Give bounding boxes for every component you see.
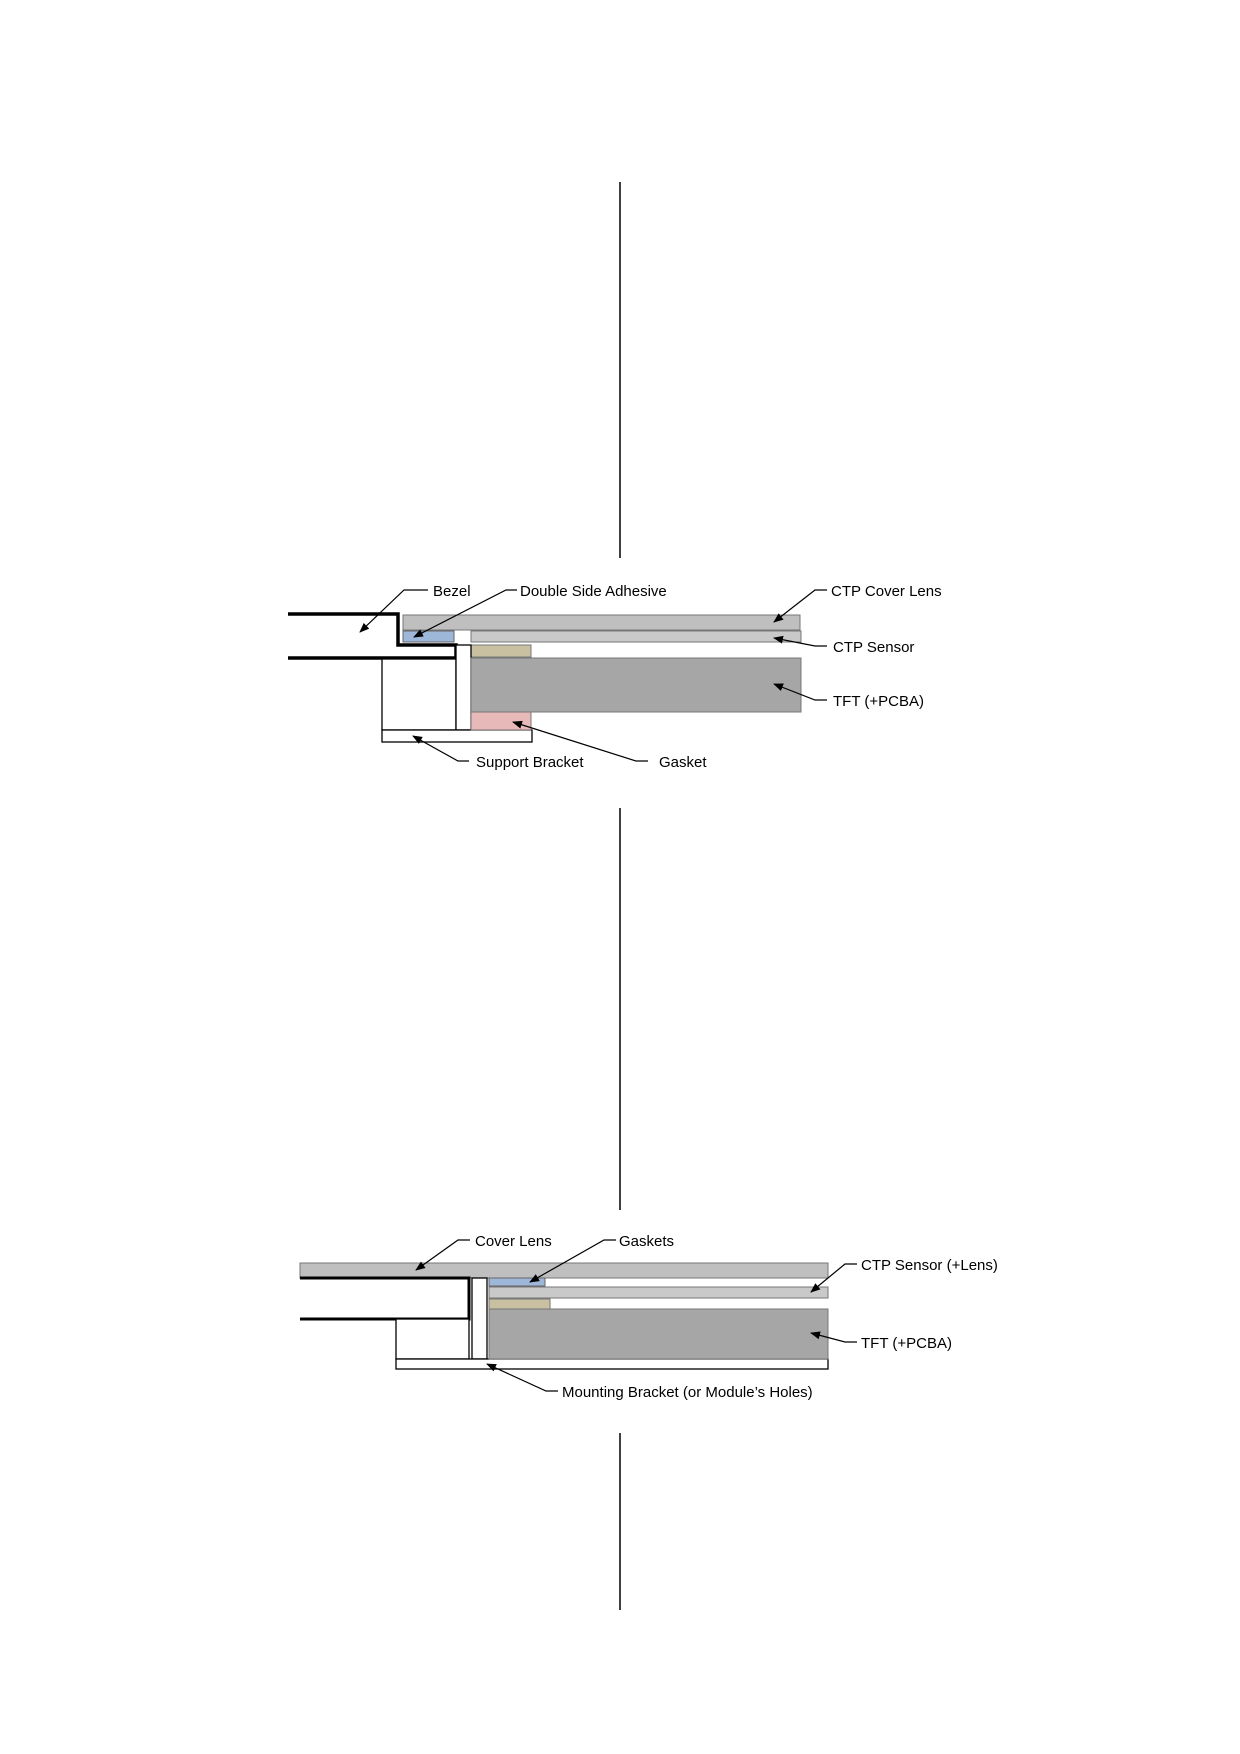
diagram-bottom: Cover Lens Gaskets CTP Sensor (+Lens) TF… — [299, 1233, 998, 1401]
bezel-leader — [359, 589, 428, 633]
tft-leader-bottom — [810, 1331, 857, 1343]
label-ctp-sensor: CTP Sensor — [833, 639, 914, 656]
cover-lens-layer — [299, 1262, 829, 1279]
double-side-adhesive-layer — [402, 630, 455, 643]
label-gaskets: Gaskets — [619, 1233, 674, 1250]
mounting-bracket-post — [471, 1277, 488, 1360]
ctp-sensor-layer — [470, 630, 802, 643]
gasket-layer — [470, 711, 532, 731]
label-mounting-bracket: Mounting Bracket (or Module’s Holes) — [562, 1384, 813, 1401]
label-gasket: Gasket — [659, 754, 707, 771]
tan-spacer-layer-bottom — [488, 1298, 551, 1311]
cover-lens-leader — [773, 589, 827, 623]
gasket-leader — [512, 720, 648, 762]
label-cover-lens: Cover Lens — [475, 1233, 552, 1250]
support-bracket-leader — [412, 735, 469, 762]
tft-layer-bottom — [488, 1308, 829, 1360]
ctp-sensor-leader — [773, 635, 827, 647]
gaskets-layer — [488, 1277, 546, 1287]
support-bracket-post — [455, 644, 472, 731]
ctp-sensor-lens-layer — [488, 1286, 829, 1299]
adhesive-leader — [413, 589, 517, 638]
ctp-cover-lens-layer — [402, 614, 801, 631]
gaskets-leader — [529, 1239, 616, 1283]
label-double-side-adhesive: Double Side Adhesive — [520, 583, 667, 600]
frame-shape — [300, 1276, 471, 1321]
tft-leader — [773, 683, 827, 701]
label-tft-top: TFT (+PCBA) — [833, 693, 924, 710]
label-ctp-sensor-lens: CTP Sensor (+Lens) — [861, 1257, 998, 1274]
support-bracket-block — [381, 658, 457, 731]
mounting-bracket-base — [395, 1358, 829, 1370]
tan-spacer-layer — [470, 644, 532, 658]
ctp-sensor-lens-leader — [810, 1263, 857, 1293]
cover-lens-leader-bottom — [415, 1239, 470, 1271]
label-ctp-cover-lens: CTP Cover Lens — [831, 583, 942, 600]
mounting-bracket-block — [395, 1318, 470, 1360]
label-bezel: Bezel — [433, 583, 471, 600]
tft-layer — [470, 657, 802, 713]
mounting-bracket-leader — [486, 1363, 558, 1392]
support-bracket-base — [381, 729, 533, 743]
diagram-top: Bezel Double Side Adhesive CTP Cover Len… — [288, 583, 942, 771]
label-support-bracket: Support Bracket — [476, 754, 584, 771]
label-tft-bottom: TFT (+PCBA) — [861, 1335, 952, 1352]
